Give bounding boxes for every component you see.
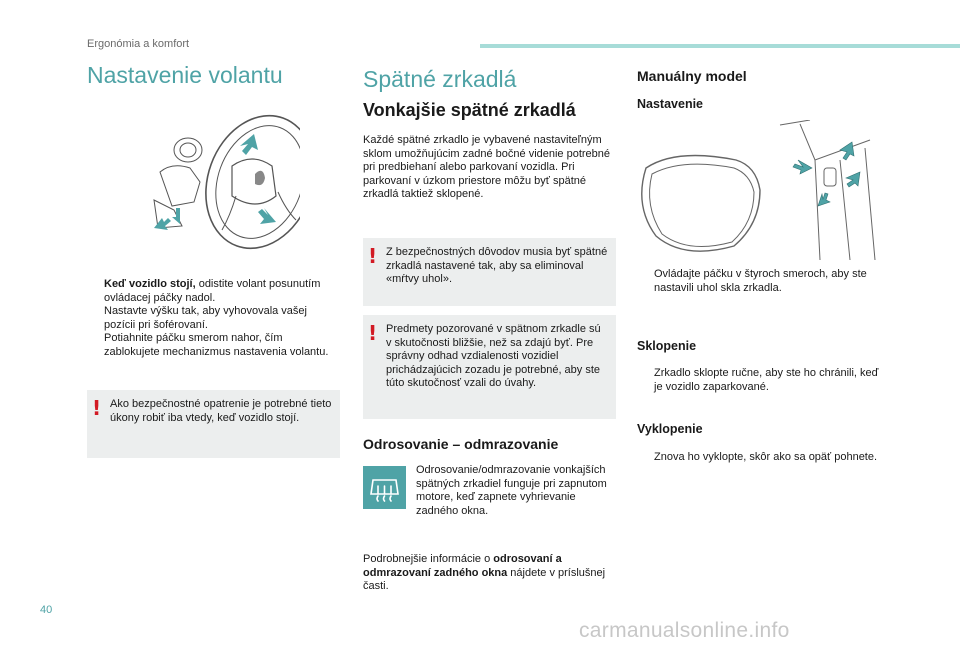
more-info-text: Podrobnejšie informácie o odrosovaní a o…	[363, 553, 606, 592]
mirrors-title: Spätné zrkadlá	[363, 66, 517, 92]
defrost-symbol	[363, 466, 406, 509]
defrost-heading: Odrosovanie – odmrazovanie	[363, 436, 559, 452]
section-label: Ergonómia a komfort	[87, 38, 190, 50]
defrost-text: Odrosovanie/odmrazovanie vonkajších spät…	[416, 464, 607, 517]
steering-warning: ! Ako bezpečnostné opatrenie je potrebné…	[87, 390, 340, 458]
mirror-adjust-icon	[641, 119, 876, 261]
steering-title: Nastavenie volantu	[87, 62, 283, 88]
mirror-illustration	[640, 119, 890, 261]
list-item: Znova ho vyklopte, skôr ako sa opäť pohn…	[654, 451, 878, 463]
warning-icon: !	[368, 321, 378, 345]
list-item: Potiahnite páčku smerom nahor, čím zablo…	[104, 332, 329, 358]
page-number: 40	[40, 604, 53, 616]
adjust-heading: Nastavenie	[637, 97, 704, 111]
adjust-steps: Ovládajte páčku v štyroch smeroch, aby s…	[637, 268, 887, 295]
steering-steps: Keď vozidlo stojí, odistite volant posun…	[87, 278, 337, 359]
unfold-steps: Znova ho vyklopte, skôr ako sa opäť pohn…	[637, 451, 887, 465]
list-item: Keď vozidlo stojí, odistite volant posun…	[104, 278, 321, 304]
rear-defrost-icon	[370, 479, 399, 502]
mirrors-warning-distance: ! Predmety pozorované v spätnom zrkadle …	[363, 315, 616, 419]
unfold-heading: Vyklopenie	[637, 422, 703, 436]
fold-steps: Zrkadlo sklopte ručne, aby ste ho chráni…	[637, 367, 887, 394]
fold-heading: Sklopenie	[637, 339, 697, 353]
mirrors-intro: Každé spätné zrkadlo je vybavené nastavi…	[363, 134, 611, 200]
list-item: Ovládajte páčku v štyroch smeroch, aby s…	[654, 268, 867, 294]
warning-icon: !	[368, 244, 378, 268]
watermark: carmanualsonline.info	[579, 619, 790, 642]
list-item: Nastavte výšku tak, aby vyhovovala vašej…	[104, 305, 307, 331]
steering-wheel-illustration	[140, 112, 315, 252]
header-bar	[480, 44, 960, 48]
rear-window-defrost-link-text: odrosovaní a odmrazovaní zadného okna	[363, 553, 562, 579]
manual-model-heading: Manuálny model	[637, 68, 747, 84]
list-item: Zrkadlo sklopte ručne, aby ste ho chráni…	[654, 367, 879, 393]
exterior-mirrors-heading: Vonkajšie spätné zrkadlá	[363, 100, 576, 120]
mirrors-warning-blind-spot: ! Z bezpečnostných dôvodov musia byť spä…	[363, 238, 616, 306]
steering-wheel-icon	[153, 114, 315, 250]
warning-icon: !	[92, 396, 102, 420]
